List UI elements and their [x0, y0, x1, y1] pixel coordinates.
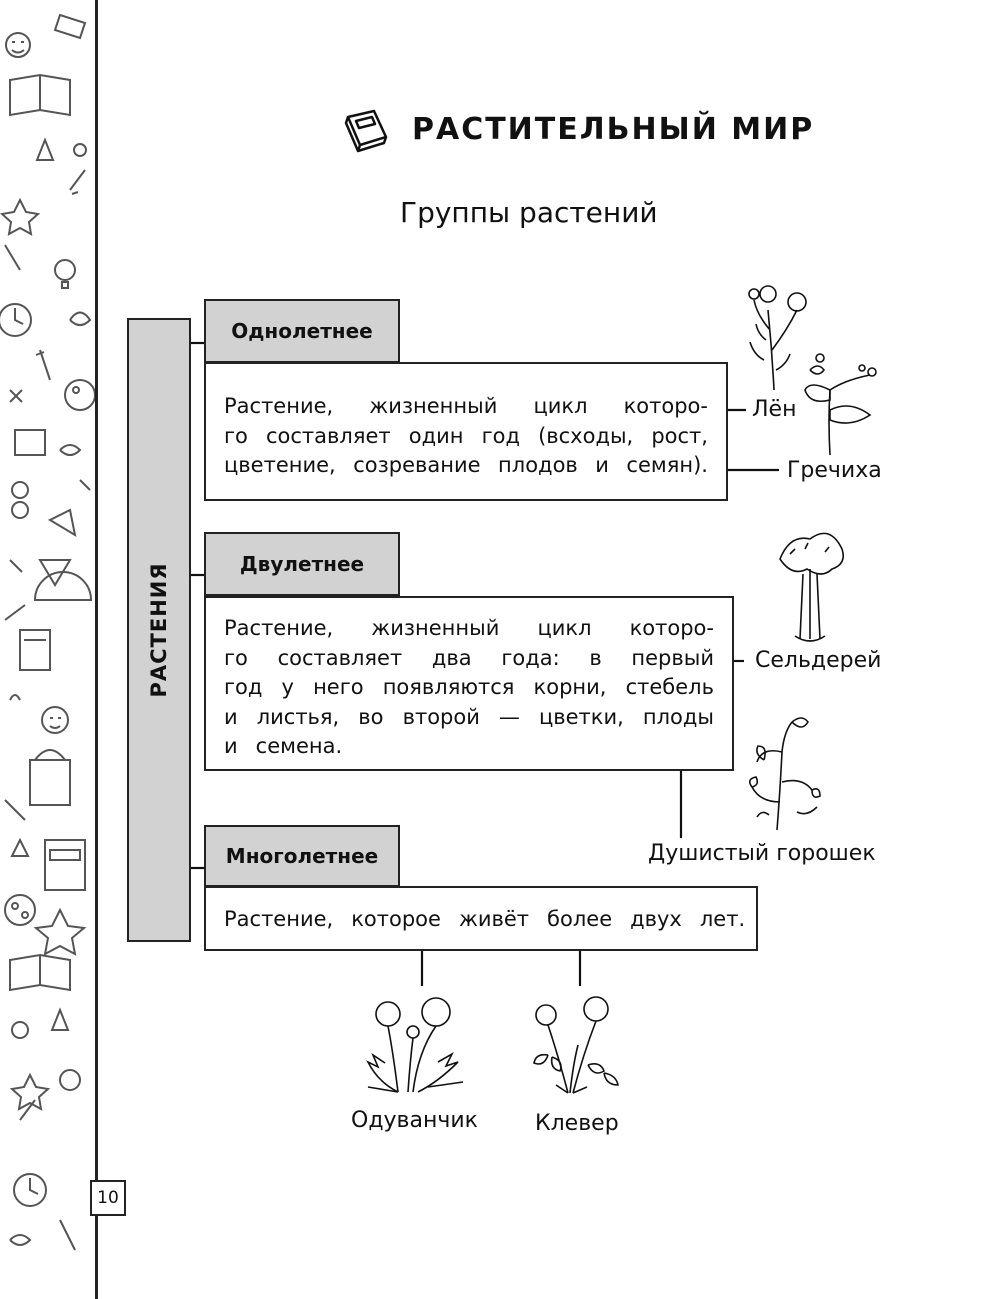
perennial-header: Многолетнее — [204, 825, 400, 887]
annual-header: Однолетнее — [204, 299, 400, 363]
page-number: 10 — [90, 1180, 126, 1216]
plant-name-buckwheat: Гречиха — [787, 458, 882, 483]
plants-root-bar: РАСТЕНИЯ — [127, 318, 191, 942]
page-title: Группы растений — [400, 196, 658, 229]
plant-name-celery: Сельдерей — [755, 648, 881, 673]
biennial-header: Двулетнее — [204, 532, 400, 596]
clover-illustration — [528, 995, 628, 1095]
school-doodles-icon — [0, 0, 98, 1299]
plants-root-label: РАСТЕНИЯ — [147, 562, 171, 697]
sweet-pea-illustration — [742, 712, 826, 832]
section-title: РАСТИТЕЛЬНЫЙ МИР — [412, 112, 814, 147]
buckwheat-illustration — [800, 350, 884, 456]
plant-name-flax: Лён — [752, 397, 796, 422]
dandelion-illustration — [358, 992, 473, 1096]
plant-name-clover: Клевер — [535, 1111, 619, 1136]
plant-name-sweet-pea: Душистый горошек — [648, 841, 876, 866]
book-icon — [340, 107, 392, 153]
doodle-border-strip — [0, 0, 98, 1299]
celery-illustration — [775, 524, 847, 644]
plant-name-dandelion: Одуванчик — [351, 1108, 478, 1133]
